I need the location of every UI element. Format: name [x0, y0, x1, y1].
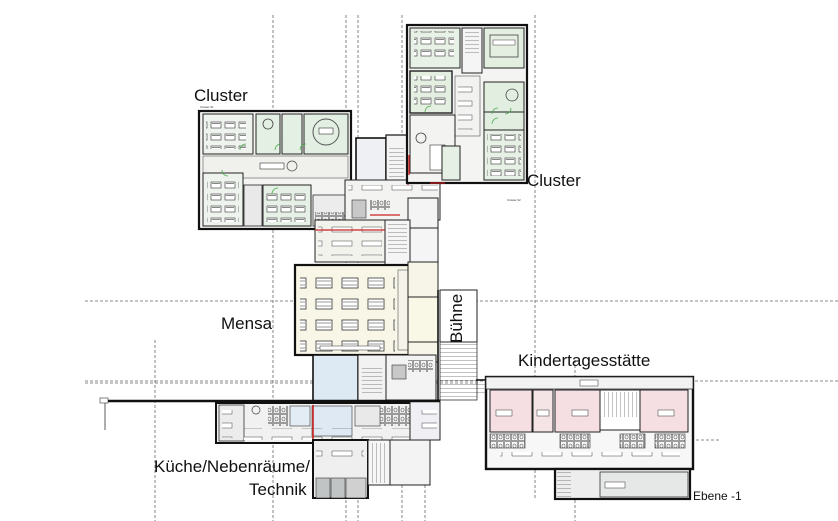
zone-label-cluster-west: Cluster — [194, 86, 248, 105]
cluster-east-block — [405, 23, 529, 185]
zone-sublabel-cluster-west: Cluster 01 — [200, 105, 214, 109]
retaining-wall — [99, 397, 440, 430]
zone-label-kueche-line1: Küche/Nebenräume/ — [154, 457, 310, 476]
cluster-west-block — [197, 109, 353, 231]
zone-label-kueche-line2: Technik — [249, 480, 307, 499]
buehne-block — [437, 289, 478, 401]
zone-label-cluster-east: Cluster — [527, 171, 581, 190]
zone-label-buehne: Bühne — [447, 293, 466, 343]
kita-block — [476, 375, 695, 501]
mensa-block — [293, 261, 439, 363]
zone-label-kita: Kindertagesstätte — [518, 351, 651, 370]
kitchen-service-block — [215, 354, 441, 499]
zone-sublabel-cluster-east: Cluster 02 — [507, 198, 521, 202]
central-core-block — [314, 134, 441, 266]
level-label: Ebene -1 — [693, 489, 742, 503]
zone-label-mensa: Mensa — [221, 314, 273, 333]
